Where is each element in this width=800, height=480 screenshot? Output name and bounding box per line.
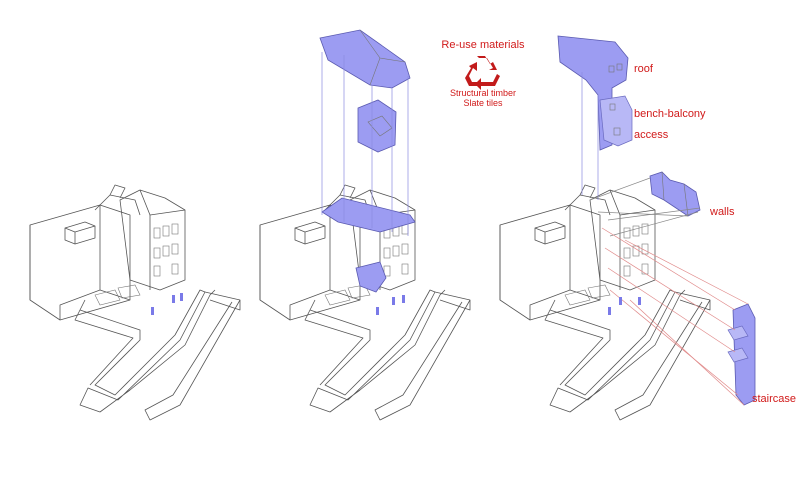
exploded-balcony — [357, 99, 397, 153]
exploded-walls — [649, 171, 701, 217]
person-figure — [180, 293, 183, 301]
label-walls: walls — [709, 206, 735, 218]
building-panel-2 — [259, 29, 471, 421]
building-panel-1 — [29, 184, 241, 421]
exploded-roof — [319, 29, 411, 89]
reuse-line-2: Slate tiles — [463, 98, 503, 108]
label-bench-balcony: bench-balcony — [634, 108, 706, 120]
person-figure — [172, 295, 175, 303]
building-panel-3 — [499, 35, 756, 421]
label-access: access — [634, 129, 669, 141]
recycle-icon — [465, 56, 500, 90]
reuse-line-1: Structural timber — [450, 88, 516, 98]
label-staircase: staircase — [752, 393, 796, 405]
reuse-title: Re-use materials — [441, 39, 525, 51]
reuse-materials-block: Re-use materials Structural timber Slate… — [441, 39, 525, 108]
label-roof: roof — [634, 63, 654, 75]
person-figure — [151, 307, 154, 315]
